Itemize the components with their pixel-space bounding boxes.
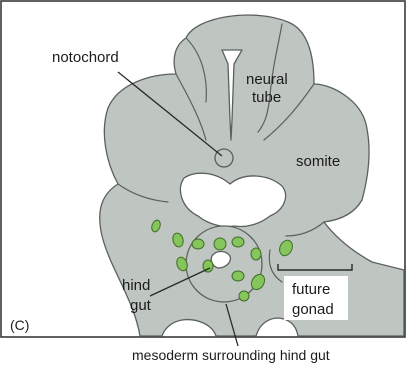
label-mesoderm: mesoderm surrounding hind gut (132, 347, 330, 363)
germ-cell (192, 239, 204, 249)
germ-cell (232, 271, 244, 281)
label-future-gonad-line2: gonad (292, 301, 334, 318)
label-hind-gut-line2: gut (130, 297, 152, 314)
label-neural-tube-line1: neural (246, 71, 288, 88)
label-future-gonad-line1: future (292, 281, 330, 298)
label-notochord: notochord (52, 49, 119, 66)
germ-cell (239, 291, 249, 301)
panel-label: (C) (10, 317, 29, 333)
germ-cell (232, 237, 244, 247)
label-hind-gut-line1: hind (122, 277, 150, 294)
germ-cell (214, 238, 226, 250)
germ-cell (251, 248, 261, 260)
label-somite: somite (296, 153, 340, 170)
label-neural-tube-line2: tube (252, 89, 281, 106)
